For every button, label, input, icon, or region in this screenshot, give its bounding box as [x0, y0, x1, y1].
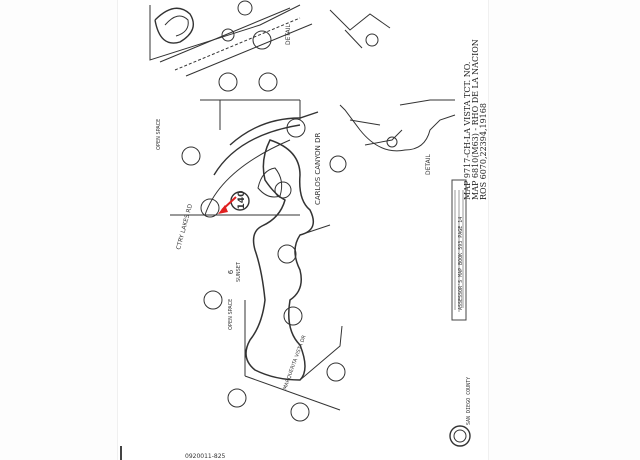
- page-edge-mark: [120, 446, 130, 460]
- stamp-code: 0920011-825: [185, 453, 226, 460]
- parcel-number: 140: [237, 191, 247, 210]
- county-seal-icon: [449, 425, 471, 447]
- road-carlos-canyon: CARLOS CANYON DR: [314, 132, 322, 205]
- spot-label: SUNSET: [236, 261, 242, 282]
- tract-boundary-top: [149, 4, 301, 61]
- legend-box: [451, 179, 467, 321]
- spot-number: 6: [227, 269, 235, 274]
- road-ctry-lakes: CTRY LAKES RD: [175, 203, 194, 251]
- header-line3: ROS 6070,22394,19168: [479, 103, 488, 200]
- open-space-label-1: OPEN SPACE: [156, 119, 162, 150]
- open-space-label-2: OPEN SPACE: [228, 299, 234, 330]
- header-line2: MAP 6810(M63) - RHO DE LA NACION: [471, 39, 480, 200]
- detail-label-top: DETAIL: [285, 24, 292, 45]
- parcel-140-boundary: [245, 139, 315, 381]
- assessor-note: ASSESSOR'S MAP BOOK 593 PAGE 14: [458, 217, 464, 310]
- road-marquerita: MARQUERITA VISTA DR: [282, 334, 308, 391]
- header-line1: MAP 9717-CH-LA VISTA TCT. NO.: [463, 62, 472, 200]
- assessor-map-page: [118, 0, 488, 460]
- county-note: SAN DIEGO COUNTY: [466, 377, 472, 425]
- detail-label-right: DETAIL: [425, 154, 432, 175]
- ctry-lakes-road-edge: [229, 111, 319, 146]
- red-arrow-icon: [218, 196, 237, 214]
